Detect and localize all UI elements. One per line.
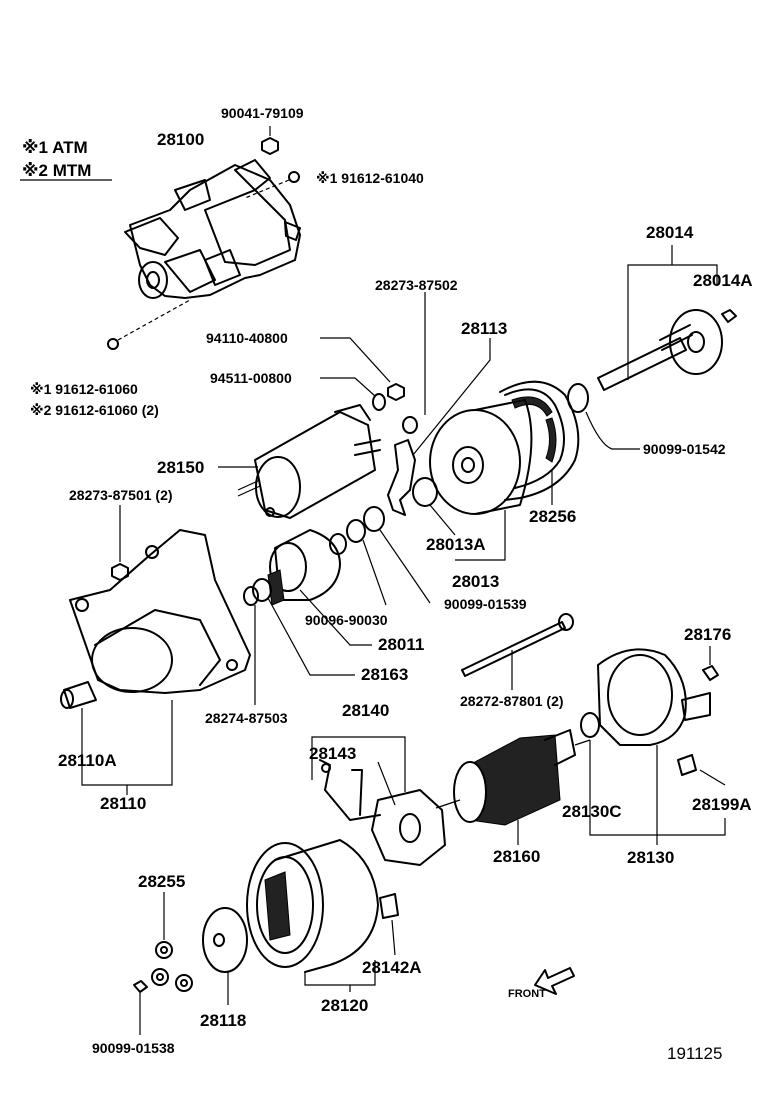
label-28274-87503: 28274-87503 xyxy=(205,710,288,726)
label-28142a: 28142A xyxy=(362,958,422,977)
label-28011: 28011 xyxy=(378,635,425,654)
label-28120: 28120 xyxy=(321,996,369,1015)
nut-87501-icon xyxy=(111,563,129,581)
label-91612-61060-mtm: ※2 91612-61060 (2) xyxy=(30,402,159,418)
label-28014a: 28014A xyxy=(693,271,753,290)
solenoid xyxy=(237,404,381,519)
label-28176: 28176 xyxy=(684,625,732,644)
washer-01538-icon xyxy=(133,980,148,993)
nut-87502-icon xyxy=(402,416,418,434)
drive-shaft xyxy=(597,309,723,391)
label-28013a: 28013A xyxy=(426,535,486,554)
legend-atm: ※1 ATM xyxy=(22,138,88,157)
screw-28176-icon xyxy=(702,665,719,681)
label-28143: 28143 xyxy=(309,744,357,763)
shift-lever-icon xyxy=(387,439,416,516)
label-28255: 28255 xyxy=(138,872,186,891)
nut-top-icon xyxy=(261,137,279,155)
bushing-28013a-icon xyxy=(412,477,438,507)
clutch-assembly xyxy=(429,399,533,515)
label-28163: 28163 xyxy=(361,665,409,684)
label-28100: 28100 xyxy=(157,130,205,149)
label-28273-87502: 28273-87502 xyxy=(375,277,458,293)
bolt-lower-icon xyxy=(107,338,119,350)
planetary-gears xyxy=(151,941,193,992)
label-91612-61040: ※1 91612-61040 xyxy=(316,170,424,186)
ring-gear-housing xyxy=(499,380,580,501)
armature xyxy=(435,729,591,826)
label-94110-40800: 94110-40800 xyxy=(206,330,288,346)
collar-87503-icon xyxy=(243,586,259,606)
grommet-28142a-icon xyxy=(379,893,399,919)
commutator-end-frame xyxy=(597,648,711,746)
cap-28199a-icon xyxy=(677,754,697,776)
label-28110a: 28110A xyxy=(58,751,117,770)
label-28130: 28130 xyxy=(627,848,675,867)
through-bolt-icon xyxy=(461,621,566,677)
label-28113: 28113 xyxy=(461,319,508,338)
snap-ring-icon xyxy=(252,578,272,602)
field-yoke xyxy=(246,839,379,973)
pin-28014a-icon xyxy=(721,309,737,323)
label-28130c: 28130C xyxy=(562,802,622,821)
label-28013: 28013 xyxy=(452,572,500,591)
label-28273-87501: 28273-87501 (2) xyxy=(69,487,173,503)
washer-90030-icon xyxy=(346,519,366,543)
label-90099-01538: 90099-01538 xyxy=(92,1040,175,1056)
label-28110: 28110 xyxy=(100,794,147,813)
label-28014: 28014 xyxy=(646,223,694,242)
label-28118: 28118 xyxy=(200,1011,247,1030)
label-90099-01542: 90099-01542 xyxy=(643,441,726,457)
nut-94110-icon xyxy=(387,383,405,401)
starter-assembly xyxy=(124,159,301,299)
label-94511-00800: 94511-00800 xyxy=(210,370,292,386)
bushing-28130c-icon xyxy=(580,712,600,738)
diagram-number: 191125 xyxy=(667,1044,723,1063)
label-28150: 28150 xyxy=(157,458,205,477)
label-91612-61060-atm: ※1 91612-61060 xyxy=(30,381,138,397)
bolt-upper-icon xyxy=(288,171,300,183)
washer-01539-icon xyxy=(363,506,385,532)
brush-holder xyxy=(319,759,446,866)
legend-mtm: ※2 MTM xyxy=(22,161,92,180)
washer-94511-icon xyxy=(372,393,386,411)
bushing-28110a-icon xyxy=(63,681,97,709)
label-90041-79109: 90041-79109 xyxy=(221,105,304,121)
label-28140: 28140 xyxy=(342,701,390,720)
drive-housing xyxy=(69,529,251,694)
label-90099-01539: 90099-01539 xyxy=(444,596,527,612)
label-28256: 28256 xyxy=(529,507,577,526)
label-28160: 28160 xyxy=(493,847,541,866)
washer-01542-icon xyxy=(567,383,589,413)
front-arrow-icon xyxy=(534,967,575,995)
label-90096-90030: 90096-90030 xyxy=(305,612,388,628)
label-28272-87801: 28272-87801 (2) xyxy=(460,693,564,709)
front-label: FRONT xyxy=(508,988,546,1000)
plate-28118-icon xyxy=(202,907,248,973)
label-28199a: 28199A xyxy=(692,795,752,814)
